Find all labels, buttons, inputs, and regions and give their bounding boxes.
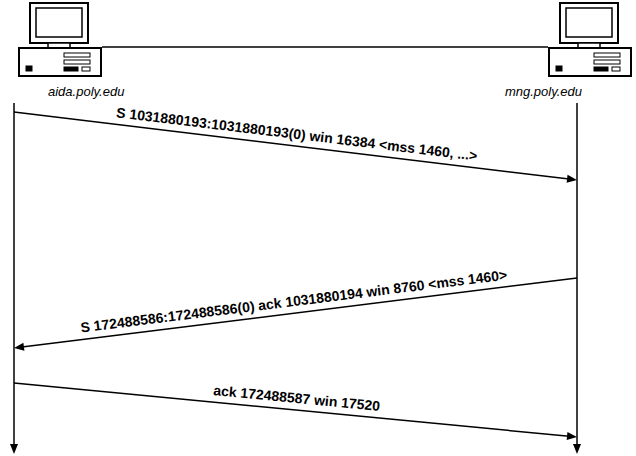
button (556, 66, 562, 71)
host-computer: mng.poly.edu (548, 2, 632, 78)
arrow-head (14, 343, 24, 351)
monitor (560, 3, 618, 43)
message-arrow (14, 383, 577, 440)
timeline (576, 103, 578, 446)
host-name: mng.poly.edu (505, 84, 582, 100)
drive-slot (64, 67, 78, 71)
computer-icon (18, 2, 102, 78)
message-arrow (14, 278, 577, 351)
segment-label: ack 172488587 win 17520 (213, 382, 381, 415)
screen (566, 8, 612, 37)
host-name: aida.poly.edu (48, 84, 124, 100)
connector-line (14, 383, 569, 436)
button (26, 66, 32, 71)
segment-label: S 1031880193:1031880193(0) win 16384 <ms… (115, 104, 478, 164)
edge-layer (14, 47, 577, 440)
drive-slot (64, 60, 90, 64)
system-unit (19, 48, 101, 76)
network-link (102, 47, 548, 48)
drive-slot (64, 53, 90, 57)
computer-icon (548, 2, 632, 78)
button (612, 67, 620, 71)
drive-slot (594, 53, 620, 57)
screen (36, 8, 82, 37)
arrow-head (567, 432, 577, 440)
connector-line (14, 112, 569, 179)
monitor (30, 3, 88, 43)
timeline (13, 103, 15, 446)
drive-slot (594, 67, 608, 71)
host-computer: aida.poly.edu (18, 2, 102, 78)
segment-label: S 172488586:172488586(0) ack 1031880194 … (80, 267, 509, 337)
message-arrow (14, 112, 577, 183)
timeline-arrow (573, 444, 581, 454)
connector-line (102, 46, 548, 48)
system-unit (549, 48, 631, 76)
drive-slot (594, 60, 620, 64)
timeline-arrow (10, 444, 18, 454)
arrow-head (567, 175, 577, 183)
button (82, 67, 90, 71)
connector-line (22, 278, 577, 347)
